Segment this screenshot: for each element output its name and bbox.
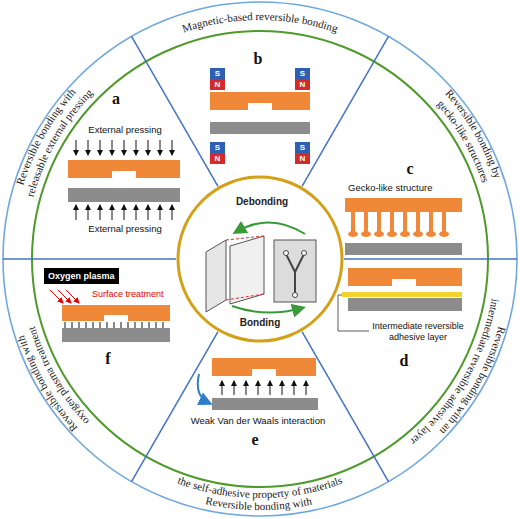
magnet <box>210 68 225 79</box>
divider <box>132 332 219 482</box>
panel-letter: f <box>105 350 110 368</box>
center-circle <box>178 177 342 341</box>
pole-label: S <box>215 68 220 79</box>
substrate <box>62 328 170 342</box>
magnet <box>295 79 310 90</box>
box-label: Oxygen plasma <box>48 270 115 282</box>
annotation: Debonding <box>236 196 288 208</box>
pdms-chip <box>210 92 310 110</box>
substrate <box>212 398 318 410</box>
separation-line <box>226 294 264 300</box>
pdms-chip <box>212 358 316 376</box>
plasma-arrow <box>66 290 79 303</box>
pdms-chip <box>348 268 462 286</box>
annotation: Gecko-like structure <box>348 182 432 193</box>
divider <box>344 258 517 260</box>
annotation: External pressing <box>88 223 161 234</box>
sector-title: Reversible bonding with releasable exter… <box>14 84 96 198</box>
bond-arrow <box>232 306 302 313</box>
pole-label: N <box>215 79 221 90</box>
pole-label: N <box>300 79 306 90</box>
divider <box>302 36 389 186</box>
port <box>293 293 298 298</box>
bonded-chip <box>274 240 316 302</box>
plasma-arrow <box>50 290 63 303</box>
substrate <box>345 243 462 255</box>
annotation: External pressing <box>88 124 161 135</box>
pole-label: N <box>300 153 306 164</box>
pdms-chip <box>345 198 462 212</box>
curved-arrow <box>198 374 209 403</box>
sector-title: Reversible bonding with an intermediate … <box>408 298 508 448</box>
debond-arrow <box>236 222 305 234</box>
panel-letter: d <box>400 352 409 370</box>
pole-label: S <box>300 142 305 153</box>
sector-title: Reversible bonding with oxygen plasma tr… <box>14 325 92 434</box>
chip-plate <box>206 240 226 312</box>
pdms-chip <box>62 305 170 321</box>
panel-letter: e <box>251 431 258 449</box>
y-channel <box>286 254 304 294</box>
substrate <box>348 298 462 311</box>
substrate <box>68 188 180 202</box>
repeat-strokes <box>65 140 449 395</box>
outer-ring <box>3 2 517 516</box>
panel-letter: a <box>112 90 120 108</box>
port <box>284 251 289 256</box>
pole-label: N <box>215 153 221 164</box>
sector-title: Magnetic-based reversible bonding <box>181 10 340 35</box>
magnet <box>210 142 225 153</box>
magnet <box>295 68 310 79</box>
adhesive-layer <box>342 292 462 297</box>
pole-label: S <box>300 68 305 79</box>
separation-line <box>226 236 264 240</box>
divider <box>3 258 176 260</box>
panel-letter: b <box>254 50 263 68</box>
process-box: Oxygen plasma <box>44 268 119 284</box>
annotation: Intermediate reversible adhesive layer <box>372 321 464 343</box>
panel-letter: c <box>406 160 413 178</box>
leader-line <box>338 295 369 331</box>
sector-title: Reversible bonding by gecko-like structu… <box>435 87 505 184</box>
pdms-chip <box>68 160 180 178</box>
sector-dividers <box>3 36 517 481</box>
magnet <box>295 153 310 164</box>
substrate <box>210 122 310 134</box>
pole-label: S <box>215 142 220 153</box>
annotation: Bonding <box>240 317 281 329</box>
annotation: Weak Van der Waals interaction <box>191 415 325 426</box>
magnet <box>210 79 225 90</box>
sector-title: Reversible bonding with the self-adhesiv… <box>176 474 343 512</box>
plasma-arrow <box>58 290 71 303</box>
chip-plate <box>230 236 264 304</box>
annotation: Surface treatment <box>92 289 164 300</box>
port <box>302 251 307 256</box>
magnet <box>210 153 225 164</box>
magnet <box>295 142 310 153</box>
